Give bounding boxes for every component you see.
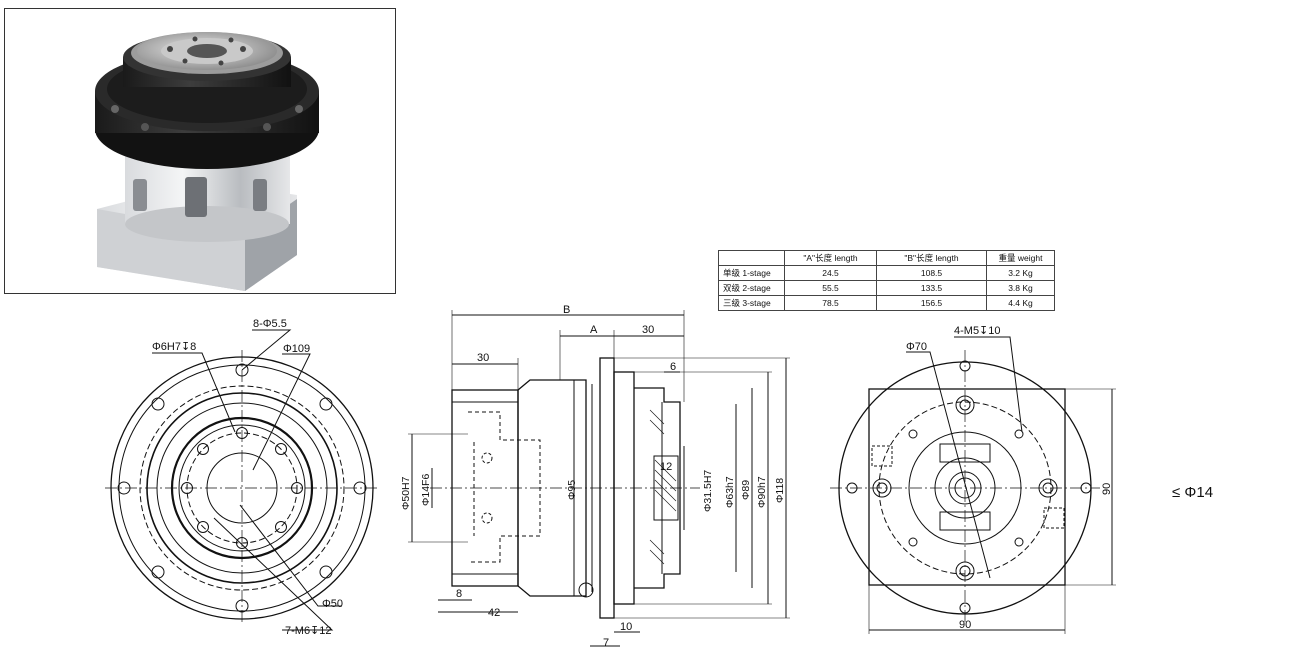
side-phi63h7-label: Φ63h7 <box>724 476 736 508</box>
spec-table-row: 双级 2-stage 55.5 133.5 3.8 Kg <box>718 280 1055 296</box>
front-bore-label: Φ50 <box>322 598 343 610</box>
shaft-diameter-note: ≤ Φ14 <box>1172 484 1214 501</box>
rear-view <box>830 336 1116 634</box>
front-pilot-label: Φ6H7↧8 <box>152 341 196 353</box>
spec-weight-cell: 4.4 Kg <box>986 295 1055 311</box>
rear-height-label: 90 <box>1101 483 1113 495</box>
rear-phi70-label: Φ70 <box>906 341 927 353</box>
side-phi14f6-label: Φ14F6 <box>420 474 432 506</box>
spec-table-header-row: "A"长度 length "B"长度 length 重量 weight <box>718 250 1055 266</box>
side-b-label: B <box>563 304 570 316</box>
side-view <box>408 310 790 647</box>
side-a-label: A <box>590 324 598 336</box>
side-phi50h7-label: Φ50H7 <box>400 476 412 510</box>
side-6-label: 6 <box>670 361 676 373</box>
front-view <box>105 329 380 631</box>
side-30-left-label: 30 <box>477 352 489 364</box>
side-12-label: 12 <box>660 461 672 473</box>
side-phi31-5h7-label: Φ31.5H7 <box>702 470 714 512</box>
spec-table-row: 三级 3-stage 78.5 156.5 4.4 Kg <box>718 295 1055 311</box>
product-photo <box>4 8 396 294</box>
side-phi95-label: Φ95 <box>566 480 578 500</box>
front-tapped-label: 7-M6↧12 <box>285 625 332 637</box>
side-42-label: 42 <box>488 607 500 619</box>
gearbox-photo-image <box>95 32 319 291</box>
side-phi89-label: Φ89 <box>740 480 752 500</box>
side-7-label: 7 <box>603 637 609 649</box>
side-phi90h7-label: Φ90h7 <box>756 476 768 508</box>
rear-tapped-label: 4-M5↧10 <box>954 325 1001 337</box>
rear-width-label: 90 <box>959 619 971 631</box>
side-8-label: 8 <box>456 588 462 600</box>
spec-table: "A"长度 length "B"长度 length 重量 weight 单级 1… <box>718 250 1055 311</box>
front-pcd-label: Φ109 <box>283 343 310 355</box>
side-30-top-label: 30 <box>642 324 654 336</box>
front-holes-label: 8-Φ5.5 <box>253 318 287 330</box>
side-phi118-label: Φ118 <box>774 478 786 503</box>
side-10-label: 10 <box>620 621 632 633</box>
